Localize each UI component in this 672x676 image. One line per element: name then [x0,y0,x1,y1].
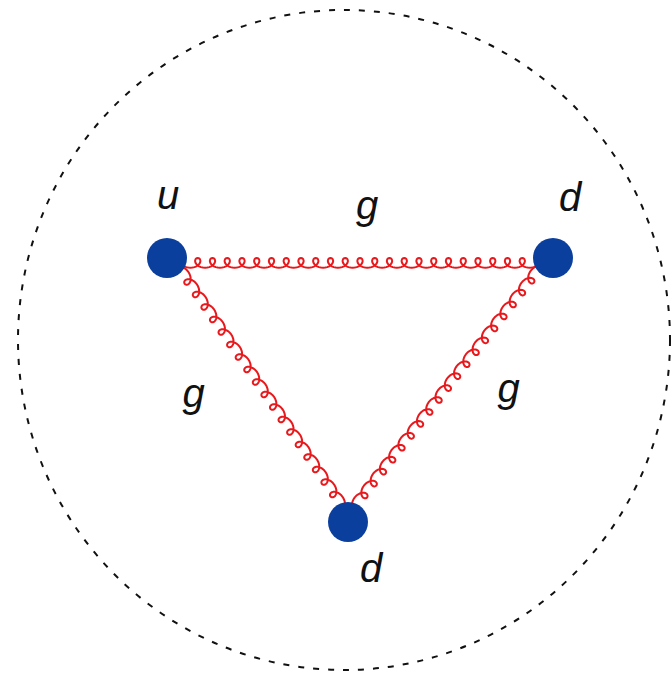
gluon-label: g [356,185,378,225]
dashed-circle [18,10,670,670]
quark-label: d [559,177,581,217]
gluon-line [352,266,544,510]
gluon-label: g [182,373,204,413]
quark-label: d [360,548,382,588]
quark-dot: d [533,238,573,278]
quark-dot: d [328,502,368,542]
quark-dot: u [147,238,187,278]
gluon-label: g [497,368,519,408]
gluon-line [176,267,345,510]
quark-label: u [157,175,179,215]
gluon-line [180,258,539,268]
